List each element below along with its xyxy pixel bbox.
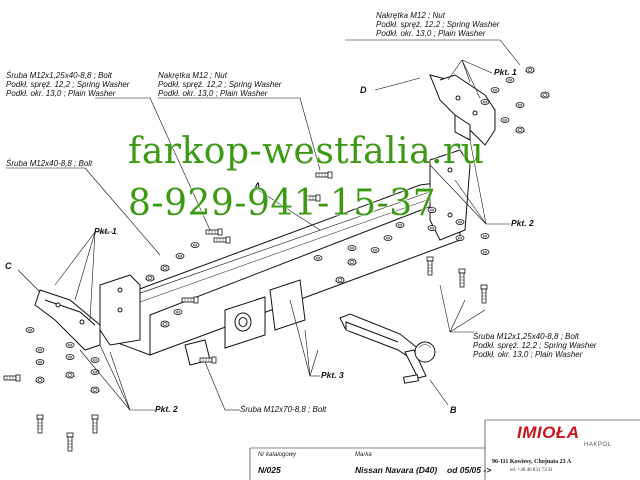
point-2-left: Pkt. 2 [155,404,178,414]
label-left-bolt: Śruba M12x40-8,8 ; Bolt [6,159,93,168]
letter-a: A [254,181,261,191]
manufacturer-phone: tel. +48 46 831 73 31 [510,468,553,473]
manufacturer-logo-sub: HAKPOL [584,442,612,448]
brand-label: Marka [355,452,372,458]
label-bolt-top-left: Śruba M12x1,25x40-8,8 ; Bolt Podkł. sprę… [6,71,130,98]
leader-lines [6,39,521,411]
label-nut-top-center: Nakrętka M12 ; Nut Podkł. spręż. 12,2 ; … [158,71,282,98]
point-2-right: Pkt. 2 [511,218,534,228]
point-1-left: Pkt. 1 [94,226,117,236]
production-date: od 05/05 -> [447,465,492,475]
watermark-phone: 8-929-941-15-37 [128,183,437,224]
catalog-label: Nr katalogowy [258,452,297,458]
point-3: Pkt. 3 [321,370,344,380]
manufacturer-logo: IMIOŁA [517,423,580,442]
catalog-number: N/025 [258,465,281,475]
letter-c: C [5,261,12,271]
label-bottom-bolt: Śruba M12x70-8,8 ; Bolt [240,405,327,414]
footer-frame [249,419,640,480]
ball-neck [339,313,436,384]
watermark-site: farkop-westfalia.ru [128,131,485,172]
point-1-top: Pkt. 1 [494,67,517,77]
letter-b: B [450,405,457,415]
manufacturer-address: 96-111 Kowiesy, Chojnata 23 A [492,459,572,465]
bracket-left [34,289,101,351]
label-nut-top-right: Nakrętka M12 ; Nut Podkł. spręż. 12,2 ; … [376,11,500,38]
brand-model: Nissan Navara (D40) [355,465,438,475]
label-bolt-bottom-right: Śruba M12x1,25x40-8,8 ; Bolt Podkł. sprę… [473,332,597,359]
letter-d: D [360,85,367,95]
